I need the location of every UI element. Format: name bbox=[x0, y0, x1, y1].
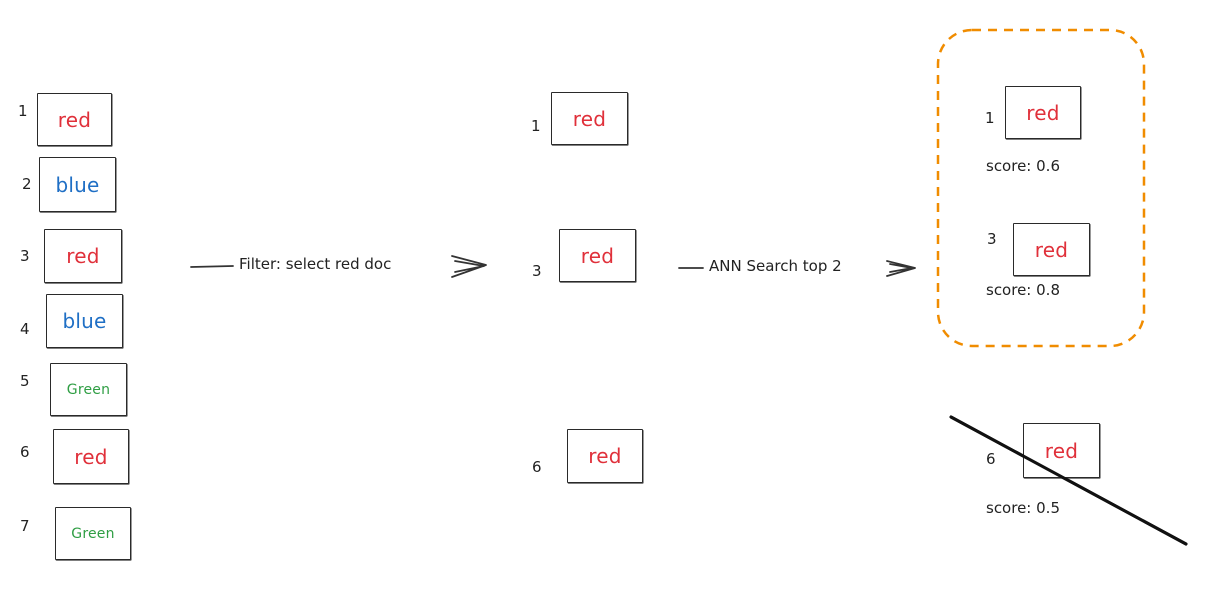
input-doc-6-number: 6 bbox=[20, 443, 30, 461]
input-doc-6: red bbox=[53, 429, 129, 484]
input-doc-4-label: blue bbox=[62, 309, 107, 333]
input-doc-7-label: Green bbox=[71, 525, 115, 542]
input-doc-1-label: red bbox=[57, 107, 92, 132]
filtered-doc-3: red bbox=[559, 229, 636, 282]
filter-arrow-head bbox=[451, 255, 487, 278]
ann-step-label: ANN Search top 2 bbox=[709, 257, 842, 275]
result-3: red bbox=[1013, 223, 1090, 276]
result-6-score: score: 0.5 bbox=[986, 499, 1060, 517]
filtered-doc-6-number: 6 bbox=[532, 458, 542, 476]
result-3-label: red bbox=[1034, 237, 1069, 262]
input-doc-1: red bbox=[37, 93, 112, 146]
filtered-doc-6: red bbox=[567, 429, 643, 483]
input-doc-7-number: 7 bbox=[20, 517, 30, 535]
result-3-number: 3 bbox=[987, 230, 997, 248]
input-doc-4: blue bbox=[46, 294, 123, 348]
result-3-score: score: 0.8 bbox=[986, 281, 1060, 299]
result-6-label: red bbox=[1044, 438, 1079, 463]
input-doc-3: red bbox=[44, 229, 122, 283]
input-doc-5-number: 5 bbox=[20, 372, 30, 390]
filter-step-label: Filter: select red doc bbox=[239, 255, 392, 273]
filtered-doc-6-label: red bbox=[588, 444, 622, 468]
result-1-label: red bbox=[1026, 100, 1060, 125]
input-doc-5-label: Green bbox=[66, 381, 111, 398]
filtered-doc-1: red bbox=[551, 92, 628, 145]
result-1-number: 1 bbox=[985, 109, 995, 127]
input-doc-2-number: 2 bbox=[22, 175, 32, 193]
ann-arrow-head bbox=[886, 260, 916, 277]
input-doc-2-label: blue bbox=[55, 172, 100, 197]
input-doc-2: blue bbox=[39, 157, 116, 212]
filtered-doc-3-number: 3 bbox=[532, 262, 542, 280]
input-doc-6-label: red bbox=[74, 444, 108, 469]
input-doc-1-number: 1 bbox=[18, 102, 28, 120]
input-doc-4-number: 4 bbox=[20, 320, 30, 338]
filtered-doc-1-label: red bbox=[572, 106, 607, 131]
result-1: red bbox=[1005, 86, 1081, 139]
result-1-score: score: 0.6 bbox=[986, 157, 1060, 175]
input-doc-3-label: red bbox=[66, 244, 100, 268]
result-6: red bbox=[1023, 423, 1100, 478]
input-doc-5: Green bbox=[50, 363, 127, 416]
filtered-doc-1-number: 1 bbox=[531, 117, 541, 135]
input-doc-7: Green bbox=[55, 507, 131, 560]
input-doc-3-number: 3 bbox=[20, 247, 30, 265]
result-6-number: 6 bbox=[986, 450, 996, 468]
filtered-doc-3-label: red bbox=[580, 243, 615, 268]
filter-arrow-line bbox=[190, 265, 234, 268]
